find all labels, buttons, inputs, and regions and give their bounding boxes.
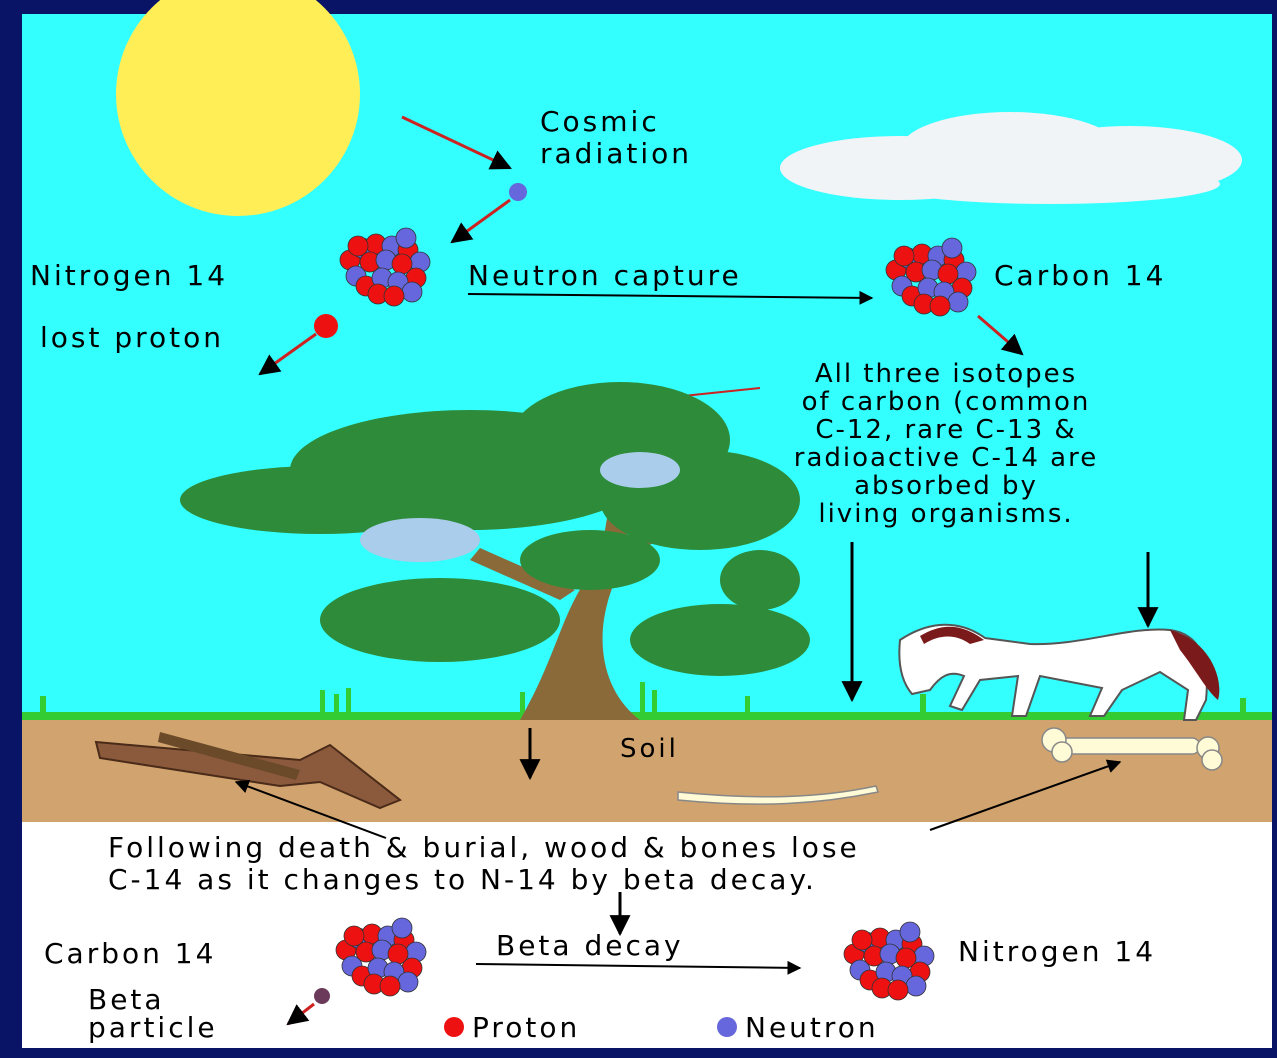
nitrogen-14-top-label: Nitrogen 14 <box>30 262 228 290</box>
proton-ball <box>894 246 914 266</box>
following-death-line-2: C-14 as it changes to N-14 by beta decay… <box>108 866 817 894</box>
isotopes-line: All three isotopes <box>716 360 1176 388</box>
neutron-ball <box>906 976 926 996</box>
isotopes-line: absorbed by <box>716 472 1176 500</box>
carbon-14-bottom-label: Carbon 14 <box>44 940 216 968</box>
neutron-ball <box>392 918 412 938</box>
isotopes-line: living organisms. <box>716 500 1176 528</box>
nitrogen-14-bottom-label: Nitrogen 14 <box>958 938 1156 966</box>
lost-proton-label: lost proton <box>40 324 224 352</box>
neutron-ball <box>396 228 416 248</box>
neutron-ball <box>900 922 920 942</box>
neutron-ball <box>398 972 418 992</box>
beta-decay-label: Beta decay <box>496 932 684 960</box>
following-death-line-1: Following death & burial, wood & bones l… <box>108 834 860 862</box>
beta-particle-label-2: particle <box>88 1014 218 1042</box>
legend-proton-label: Proton <box>472 1014 580 1042</box>
neutron-ball <box>942 238 962 258</box>
proton-ball <box>344 926 364 946</box>
isotopes-line: radioactive C-14 are <box>716 444 1176 472</box>
beta-particle <box>314 988 330 1004</box>
cosmic-radiation-label-2: radiation <box>540 140 692 168</box>
soil-label: Soil <box>620 736 679 762</box>
neutron-ball <box>948 292 968 312</box>
proton-ball <box>888 980 908 1000</box>
proton-ball <box>384 286 404 306</box>
isotopes-line: C-12, rare C-13 & <box>716 416 1176 444</box>
cosmic-radiation-label-1: Cosmic <box>540 108 660 136</box>
isotopes-text: All three isotopes of carbon (common C-1… <box>716 360 1176 528</box>
proton-ball <box>852 930 872 950</box>
isotopes-line: of carbon (common <box>716 388 1176 416</box>
grass-line <box>22 712 1272 720</box>
lost-proton-particle <box>314 314 338 338</box>
proton-ball <box>348 236 368 256</box>
proton-ball <box>380 976 400 996</box>
carbon-14-top-label: Carbon 14 <box>994 262 1166 290</box>
proton-ball <box>930 296 950 316</box>
neutron-ball <box>402 282 422 302</box>
legend-neutron-label: Neutron <box>745 1014 879 1042</box>
beta-particle-label-1: Beta <box>88 986 165 1014</box>
proton-legend-swatch <box>444 1017 464 1037</box>
incoming-neutron <box>509 183 527 201</box>
neutron-legend-swatch <box>717 1017 737 1037</box>
neutron-capture-label: Neutron capture <box>468 262 742 290</box>
